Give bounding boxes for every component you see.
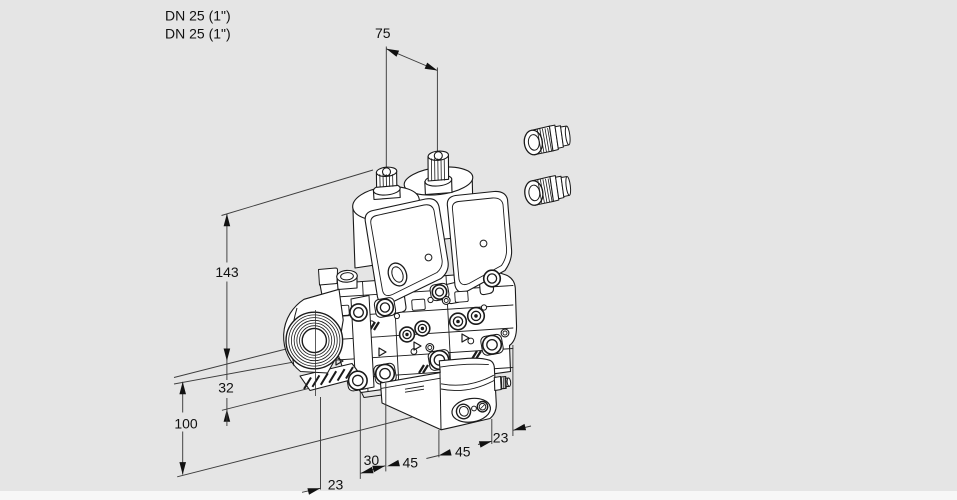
svg-text:DN 25 (1"): DN 25 (1") — [165, 8, 231, 24]
svg-text:45: 45 — [403, 455, 419, 471]
svg-text:143: 143 — [215, 264, 239, 280]
svg-text:23: 23 — [328, 477, 344, 493]
svg-text:DN 25 (1"): DN 25 (1") — [165, 26, 231, 42]
svg-text:32: 32 — [218, 380, 234, 396]
svg-text:100: 100 — [174, 416, 198, 432]
svg-text:30: 30 — [364, 452, 380, 468]
svg-text:45: 45 — [455, 444, 471, 460]
svg-text:75: 75 — [375, 25, 391, 41]
svg-text:23: 23 — [493, 430, 509, 446]
